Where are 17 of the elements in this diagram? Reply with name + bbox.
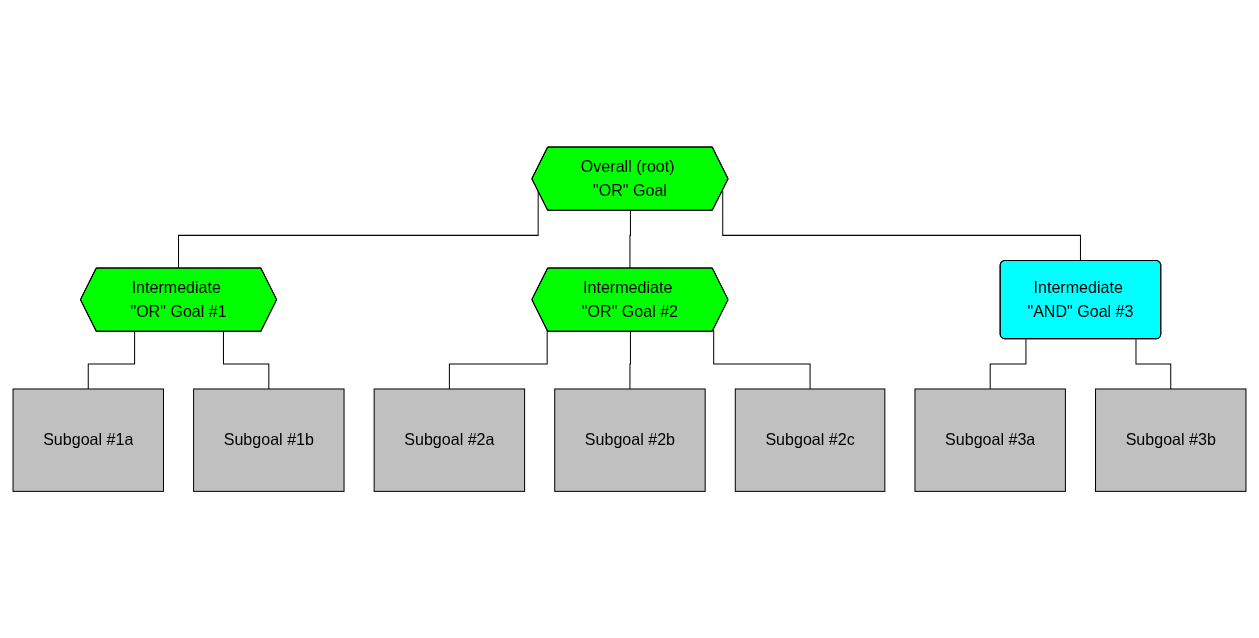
connector — [713, 329, 811, 390]
connector — [178, 190, 539, 269]
connector — [722, 190, 1082, 262]
connector — [87, 331, 136, 390]
node-box: Subgoal #1b — [193, 388, 345, 492]
node-box: Subgoal #2c — [734, 388, 886, 492]
node-box: Subgoal #2b — [554, 388, 706, 492]
node-box: Subgoal #3a — [914, 388, 1066, 492]
connector — [448, 329, 548, 390]
connector — [629, 210, 631, 269]
connector — [989, 338, 1027, 390]
connector — [223, 331, 270, 390]
node-box: Subgoal #3b — [1095, 388, 1247, 492]
connector — [629, 331, 631, 390]
node-box: Subgoal #2a — [373, 388, 526, 492]
connector — [1135, 338, 1172, 390]
node-box: Subgoal #1a — [12, 388, 164, 492]
